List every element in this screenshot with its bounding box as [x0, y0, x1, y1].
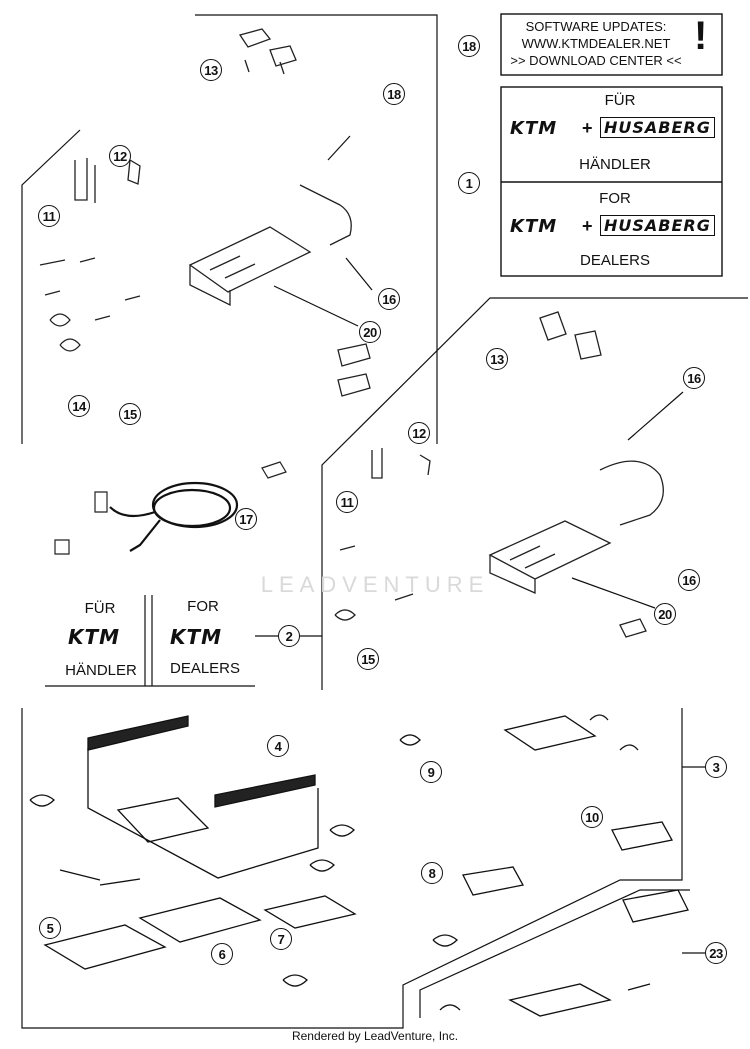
frame-top-left: [195, 14, 438, 444]
parts-cable: [109, 481, 239, 552]
box1-dealers: DEALERS: [579, 252, 651, 269]
callout-13-top: 13: [200, 59, 222, 81]
callout-3: 3: [705, 756, 727, 778]
alert-icon: !: [694, 14, 708, 58]
callout-18-leader: 18: [383, 83, 405, 105]
leader-16a: [345, 257, 373, 291]
callout-14: 14: [68, 395, 90, 417]
box1-fur: FÜR: [604, 92, 636, 109]
leader-18: [327, 135, 351, 161]
box2-fur: FÜR: [84, 600, 116, 617]
box1-husaberg-logo-a: HUSABERG: [600, 117, 715, 138]
callout-13-mid: 13: [486, 348, 508, 370]
box1-ktm-logo-b: KTM: [510, 216, 558, 237]
frame-bottom: [21, 708, 683, 1029]
callout-12-mid: 12: [408, 422, 430, 444]
frame-mid-right: [321, 297, 748, 690]
callout-1: 1: [458, 172, 480, 194]
box2-ktm-logo-b: KTM: [170, 625, 223, 649]
box2-for: FOR: [187, 598, 219, 615]
callout-16-mid: 16: [678, 569, 700, 591]
leader-20b: [571, 577, 656, 609]
box1-plus-b: +: [582, 216, 593, 236]
box1-handler: HÄNDLER: [579, 156, 651, 173]
box1-plus-a: +: [582, 118, 593, 138]
callout-11-top: 11: [38, 205, 60, 227]
box1-husaberg-logo-b: HUSABERG: [600, 215, 715, 236]
parts-bottom: [29, 714, 689, 1017]
frame-23-inner: [419, 889, 690, 1018]
callout-12-top: 12: [109, 145, 131, 167]
callout-8: 8: [421, 862, 443, 884]
callout-16-top: 16: [378, 288, 400, 310]
callout-15-top: 15: [119, 403, 141, 425]
box1-for: FOR: [599, 190, 631, 207]
callout-7: 7: [270, 928, 292, 950]
software-line-2: WWW.KTMDEALER.NET: [521, 36, 671, 51]
box2-ktm-logo-a: KTM: [68, 625, 121, 649]
parts-mid-right: [334, 311, 664, 638]
box2-handler: HÄNDLER: [65, 662, 137, 679]
footer-credit: Rendered by LeadVenture, Inc.: [291, 1029, 459, 1043]
callout-5: 5: [39, 917, 61, 939]
watermark-text: LEADVENTURE: [260, 572, 490, 597]
callout-6: 6: [211, 943, 233, 965]
callout-9: 9: [420, 761, 442, 783]
frame-top-left-diagonal: [21, 129, 81, 444]
callout-10: 10: [581, 806, 603, 828]
callout-20-mid: 20: [654, 603, 676, 625]
parts-top-left: [39, 28, 371, 397]
callout-17: 17: [235, 508, 257, 530]
callout-18-top: 18: [458, 35, 480, 57]
leader-16b: [627, 391, 684, 441]
box2-dealers: DEALERS: [169, 660, 241, 677]
software-line-3: >> DOWNLOAD CENTER <<: [510, 53, 682, 68]
callout-15-mid: 15: [357, 648, 379, 670]
callout-23: 23: [705, 942, 727, 964]
callout-2: 2: [278, 625, 300, 647]
software-line-1: SOFTWARE UPDATES:: [525, 19, 667, 34]
leader-20a: [273, 285, 359, 327]
callout-20-top: 20: [359, 321, 381, 343]
callout-4: 4: [267, 735, 289, 757]
box1-ktm-logo-a: KTM: [510, 118, 558, 139]
software-update-text: SOFTWARE UPDATES: WWW.KTMDEALER.NET >> D…: [501, 18, 691, 69]
callout-16-mid-top: 16: [683, 367, 705, 389]
software-box: [500, 13, 723, 76]
callout-11-mid: 11: [336, 491, 358, 513]
